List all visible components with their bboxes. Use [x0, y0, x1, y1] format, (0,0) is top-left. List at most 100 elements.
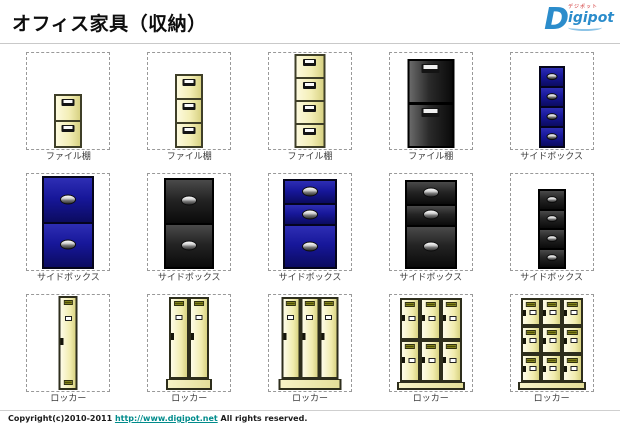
- locker-door: [399, 340, 421, 382]
- locker-door: [541, 354, 562, 382]
- door-handle-icon: [401, 357, 405, 364]
- vent-icon: [305, 301, 315, 306]
- page-title: オフィス家具（収納）: [12, 13, 207, 35]
- clipart-label: サイドボックス: [399, 273, 463, 283]
- logo-swoosh-icon: [568, 24, 603, 31]
- drawer-handle-icon: [181, 195, 198, 206]
- locker: [58, 296, 78, 390]
- file-cabinet: [175, 74, 204, 148]
- locker-door: [561, 298, 583, 326]
- locker-doors: [520, 298, 583, 382]
- copyright-text: Copyright(c)2010-2011: [8, 414, 115, 423]
- locker-door: [319, 297, 339, 379]
- sidebox-drawer: [406, 226, 455, 267]
- clipart-label: ロッカー: [533, 394, 570, 404]
- name-plate: [64, 316, 72, 321]
- locker-door: [169, 297, 190, 379]
- drawer-handle-icon: [301, 186, 318, 197]
- locker-door: [561, 354, 583, 382]
- side-box: [538, 66, 565, 148]
- footer-divider: [0, 410, 620, 411]
- drawer-handle-icon: [303, 105, 317, 112]
- clipart-cell: サイドボックス: [370, 173, 491, 284]
- name-plate: [175, 314, 183, 320]
- clipart-frame: [388, 173, 473, 271]
- drawer-handle-icon: [60, 239, 77, 250]
- locker-door: [300, 297, 320, 379]
- locker-door: [541, 298, 562, 326]
- sidebox-drawer: [44, 223, 93, 267]
- sidebox-drawer: [540, 88, 563, 108]
- door-handle-icon: [422, 357, 426, 364]
- side-box: [282, 179, 337, 269]
- clipart-label: ファイル棚: [166, 152, 212, 162]
- name-plate: [549, 338, 557, 344]
- locker-door: [520, 298, 542, 326]
- sidebox-drawer: [539, 210, 564, 230]
- vent-icon: [567, 302, 578, 307]
- sidebox-drawer: [540, 108, 563, 128]
- drawer-handle-icon: [61, 99, 75, 106]
- clipart-cell: ロッカー: [129, 294, 250, 405]
- cabinet-drawer: [56, 122, 80, 146]
- door-handle-icon: [321, 333, 325, 341]
- locker-door: [561, 326, 583, 354]
- sidebox-drawer: [540, 128, 563, 146]
- cabinet-drawer: [296, 102, 324, 125]
- vent-icon: [567, 358, 578, 363]
- drawer-handle-icon: [546, 215, 558, 223]
- clipart-cell: ロッカー: [491, 294, 612, 405]
- locker-door: [281, 297, 301, 379]
- door-handle-icon: [522, 337, 526, 344]
- drawer-handle-icon: [422, 187, 439, 198]
- rights-text: All rights reserved.: [217, 414, 308, 423]
- locker: [166, 297, 213, 390]
- door-handle-icon: [283, 333, 287, 341]
- clipart-frame: [147, 52, 232, 150]
- vent-icon: [525, 358, 537, 363]
- clipart-label: ファイル棚: [287, 152, 333, 162]
- drawer-handle-icon: [303, 82, 317, 89]
- name-plate: [449, 315, 457, 321]
- door-handle-icon: [401, 315, 405, 322]
- locker-door: [520, 354, 542, 382]
- clipart-cell: サイドボックス: [491, 52, 612, 163]
- clipart-cell: サイドボックス: [250, 173, 371, 284]
- drawer-handle-icon: [546, 113, 558, 121]
- name-plate: [306, 314, 314, 320]
- drawer-handle-icon: [60, 194, 77, 205]
- clipart-frame: [388, 294, 473, 392]
- name-plate: [529, 310, 537, 316]
- cabinet-drawer: [409, 105, 452, 146]
- sidebox-drawer: [284, 205, 335, 226]
- door-handle-icon: [563, 337, 567, 344]
- cabinet-drawer: [296, 56, 324, 79]
- drawer-handle-icon: [546, 195, 558, 203]
- drawer-handle-icon: [182, 79, 196, 86]
- vent-icon: [194, 301, 205, 306]
- cabinet-drawer: [177, 100, 202, 124]
- clipart-cell: ファイル棚: [8, 52, 129, 163]
- sidebox-drawer: [540, 68, 563, 88]
- clipart-label: ロッカー: [50, 394, 87, 404]
- side-box: [164, 178, 215, 269]
- locker-base: [278, 379, 342, 390]
- vent-icon: [425, 302, 436, 307]
- locker-door: [441, 298, 462, 340]
- clipart-frame: [509, 173, 594, 271]
- clipart-label: ファイル棚: [408, 152, 454, 162]
- door-handle-icon: [543, 309, 547, 316]
- clipart-frame: [267, 52, 352, 150]
- clipart-label: サイドボックス: [37, 273, 100, 283]
- clipart-frame: [509, 52, 594, 150]
- drawer-handle-icon: [182, 127, 196, 134]
- clipart-label: サイドボックス: [278, 273, 342, 283]
- locker-door: [399, 298, 421, 340]
- digipot-logo[interactable]: D デジポット igipot: [544, 4, 614, 35]
- name-plate: [287, 314, 295, 320]
- vent-icon: [525, 330, 537, 335]
- drawer-handle-icon: [182, 103, 196, 110]
- locker-doors: [281, 297, 339, 379]
- footer-link[interactable]: http://www.digipot.net: [114, 414, 218, 423]
- vent-icon: [174, 301, 185, 306]
